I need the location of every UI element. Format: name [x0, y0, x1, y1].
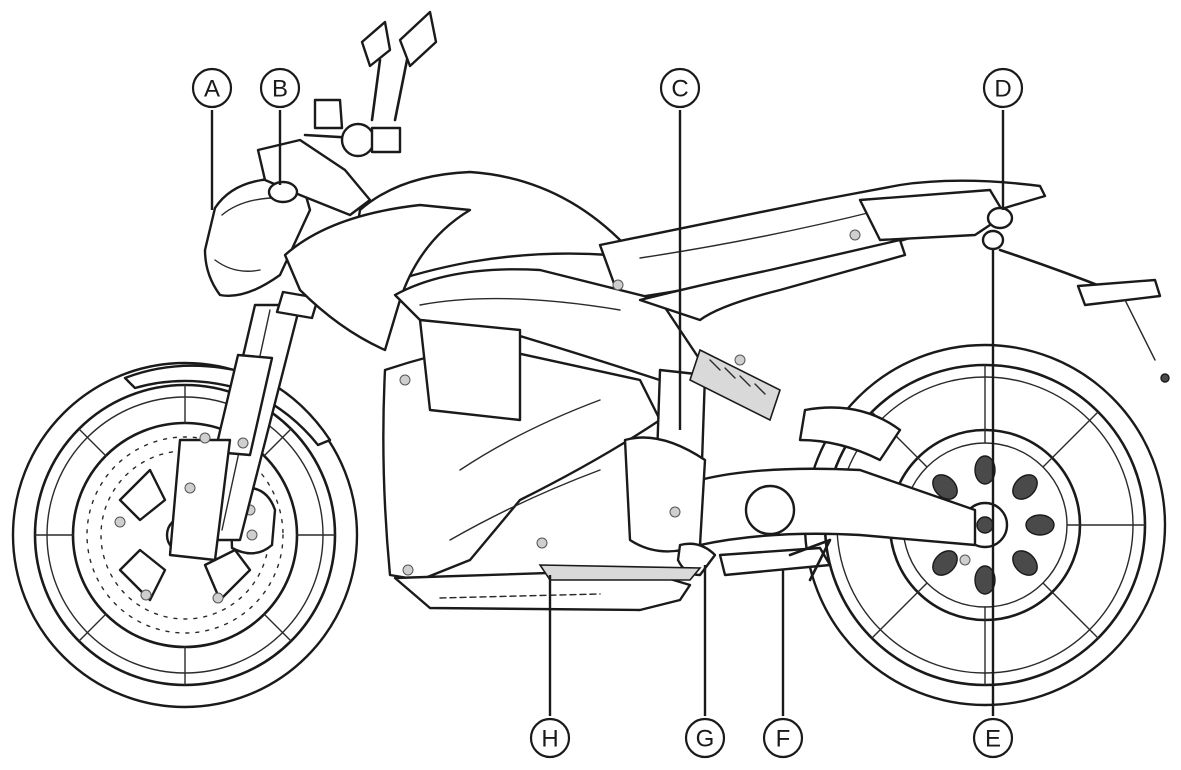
callout-f-label: F — [776, 726, 791, 753]
callout-b: B — [259, 67, 301, 185]
front-fork — [123, 290, 332, 562]
callout-h-label: H — [541, 726, 558, 753]
callout-a: A — [191, 67, 233, 210]
main-body — [283, 203, 977, 612]
callout-c-label: C — [671, 76, 688, 103]
callout-d-label: D — [994, 76, 1011, 103]
callout-g-label: G — [696, 726, 715, 753]
fasteners — [114, 229, 971, 604]
callout-f: F — [762, 570, 804, 759]
headlight-assembly — [203, 10, 438, 297]
callout-e: E — [972, 248, 1014, 759]
callout-e-label: E — [985, 726, 1001, 753]
callout-h: H — [529, 575, 571, 759]
callout-g: G — [684, 565, 726, 759]
callout-b-label: B — [272, 76, 288, 103]
callout-a-label: A — [204, 76, 220, 103]
callout-c: C — [659, 67, 701, 430]
callout-d: D — [982, 67, 1024, 210]
